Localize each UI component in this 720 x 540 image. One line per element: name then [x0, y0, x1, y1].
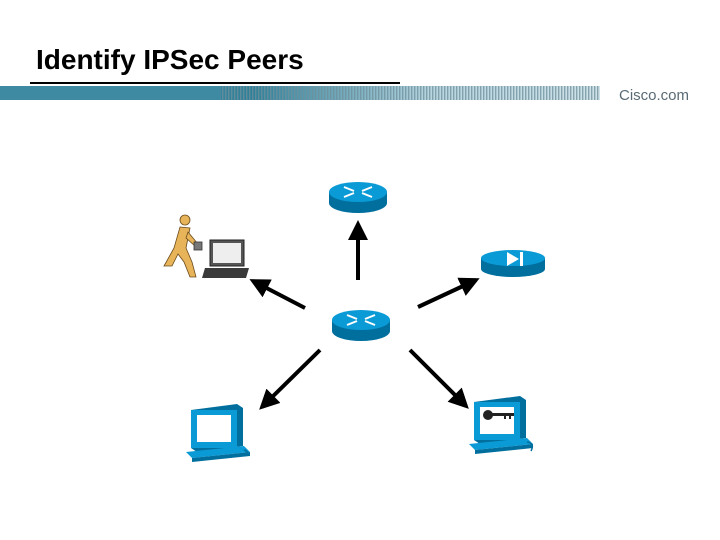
router-icon[interactable] — [329, 182, 387, 213]
brand-logo-text: Cisco.com — [619, 87, 690, 104]
arrow-to-ca-server — [408, 348, 469, 409]
certificate-authority-icon[interactable] — [469, 396, 534, 454]
key-icon — [483, 410, 514, 420]
header-band — [0, 84, 720, 102]
router-icon[interactable] — [332, 310, 390, 341]
remote-user-laptop-icon[interactable] — [163, 214, 249, 278]
arrow-to-firewall — [417, 277, 480, 309]
peer-arrows — [249, 220, 480, 410]
pc-workstation-icon[interactable] — [186, 404, 250, 462]
person-figure — [163, 214, 203, 278]
arrow-to-mobile-user — [249, 279, 306, 310]
firewall-icon[interactable] — [481, 250, 545, 277]
arrow-to-workstation — [259, 348, 322, 410]
slide-title: Identify IPSec Peers — [36, 44, 304, 75]
title-underline — [30, 82, 400, 84]
laptop-icon — [202, 239, 249, 278]
